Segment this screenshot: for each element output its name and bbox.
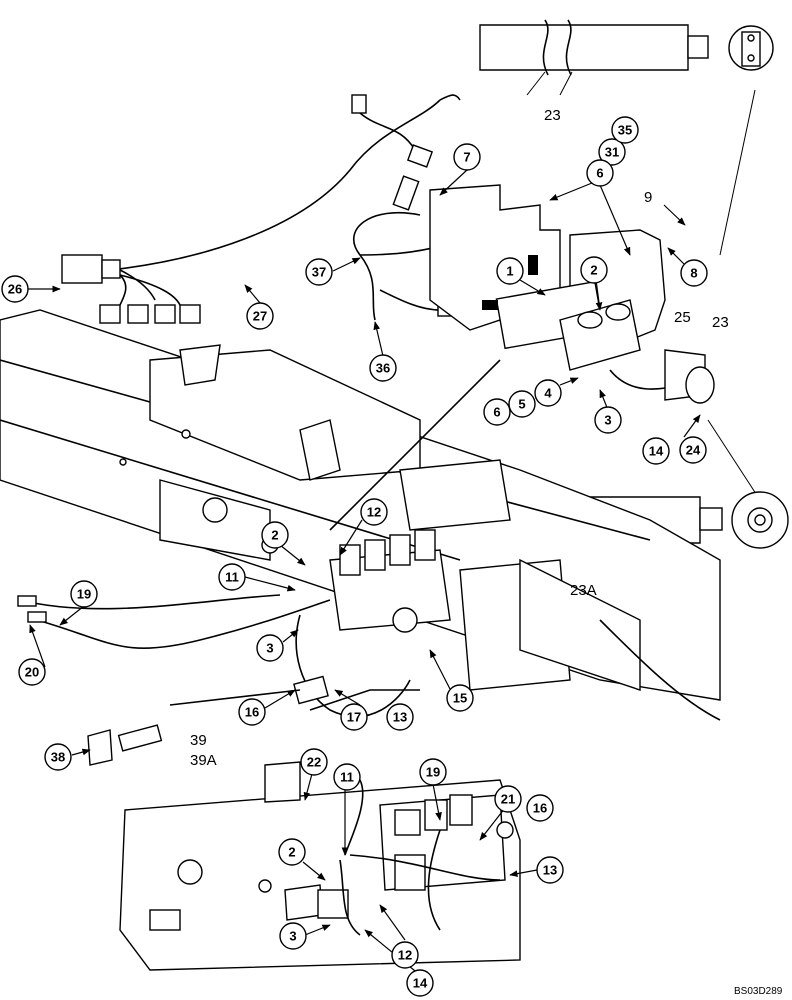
svg-text:12: 12 bbox=[398, 948, 412, 963]
svg-text:15: 15 bbox=[453, 691, 467, 706]
svg-text:14: 14 bbox=[413, 976, 428, 991]
svg-text:6: 6 bbox=[596, 166, 603, 181]
svg-text:1: 1 bbox=[506, 264, 513, 279]
callout-25: 25 bbox=[674, 309, 691, 326]
callout-24: 24 bbox=[679, 436, 707, 464]
callout-5: 5 bbox=[508, 390, 536, 418]
callout-6-upper: 6 bbox=[586, 159, 614, 187]
main-frame bbox=[0, 309, 721, 721]
svg-text:12: 12 bbox=[367, 505, 381, 520]
callout-13-mid: 13 bbox=[386, 703, 414, 731]
svg-text:2: 2 bbox=[590, 263, 597, 278]
callout-12-mid: 12 bbox=[360, 498, 388, 526]
svg-text:11: 11 bbox=[225, 570, 239, 585]
callout-36: 36 bbox=[369, 354, 397, 382]
svg-text:3: 3 bbox=[604, 413, 611, 428]
callout-14-lower: 14 bbox=[406, 969, 434, 997]
svg-text:8: 8 bbox=[690, 266, 697, 281]
callout-16-mid: 16 bbox=[238, 698, 266, 726]
callout-17: 17 bbox=[340, 703, 368, 731]
svg-text:27: 27 bbox=[253, 309, 267, 324]
bottom-assembly bbox=[119, 761, 521, 971]
svg-text:3: 3 bbox=[289, 929, 296, 944]
callout-2-lower: 2 bbox=[278, 838, 306, 866]
callout-31: 31 bbox=[598, 138, 626, 166]
callout-7: 7 bbox=[453, 143, 481, 171]
callout-20: 20 bbox=[18, 658, 46, 686]
svg-text:36: 36 bbox=[376, 361, 390, 376]
svg-text:4: 4 bbox=[544, 386, 552, 401]
callout-11-mid: 11 bbox=[218, 563, 246, 591]
svg-text:11: 11 bbox=[340, 770, 354, 785]
valve-bracket-assembly bbox=[429, 89, 761, 501]
svg-text:38: 38 bbox=[51, 750, 65, 765]
callout-16-lower: 16 bbox=[526, 794, 554, 822]
svg-text:35: 35 bbox=[618, 123, 632, 138]
svg-text:5: 5 bbox=[518, 397, 525, 412]
svg-text:2: 2 bbox=[271, 528, 278, 543]
svg-text:19: 19 bbox=[426, 765, 440, 780]
svg-text:16: 16 bbox=[245, 705, 259, 720]
callout-37: 37 bbox=[305, 258, 333, 286]
callout-13-lower: 13 bbox=[536, 856, 564, 884]
callout-14-upper: 14 bbox=[642, 437, 670, 465]
svg-text:16: 16 bbox=[533, 801, 547, 816]
callout-26: 26 bbox=[1, 275, 29, 303]
wiring-harness bbox=[61, 94, 491, 324]
callout-19-lower: 19 bbox=[419, 758, 447, 786]
callout-23-side: 23 bbox=[712, 314, 729, 331]
control-valve-stack bbox=[17, 529, 451, 766]
svg-text:31: 31 bbox=[605, 145, 619, 160]
svg-text:2: 2 bbox=[288, 845, 295, 860]
svg-text:13: 13 bbox=[543, 863, 557, 878]
callout-11-lower: 11 bbox=[333, 763, 361, 791]
svg-text:21: 21 bbox=[501, 792, 515, 807]
callout-3-lower: 3 bbox=[279, 922, 307, 950]
callout-1: 1 bbox=[496, 257, 524, 285]
cylinder-23-detail bbox=[479, 19, 774, 96]
svg-text:24: 24 bbox=[686, 443, 701, 458]
callout-2-upper: 2 bbox=[580, 256, 608, 284]
callout-15: 15 bbox=[446, 684, 474, 712]
callout-27: 27 bbox=[246, 302, 274, 330]
callout-38: 38 bbox=[44, 743, 72, 771]
callout-22: 22 bbox=[300, 748, 328, 776]
callout-4: 4 bbox=[534, 379, 562, 407]
svg-text:3: 3 bbox=[266, 641, 273, 656]
svg-text:26: 26 bbox=[8, 282, 22, 297]
callout-21: 21 bbox=[494, 785, 522, 813]
svg-text:7: 7 bbox=[463, 150, 470, 165]
svg-text:14: 14 bbox=[649, 444, 664, 459]
svg-text:17: 17 bbox=[347, 710, 361, 725]
callout-12-lower: 12 bbox=[391, 941, 419, 969]
callout-8: 8 bbox=[680, 259, 708, 287]
callout-9: 9 bbox=[644, 189, 652, 206]
callout-2-mid: 2 bbox=[261, 521, 289, 549]
svg-text:19: 19 bbox=[77, 587, 91, 602]
svg-text:13: 13 bbox=[393, 710, 407, 725]
svg-text:37: 37 bbox=[312, 265, 326, 280]
label-39: 39 bbox=[190, 732, 207, 749]
callout-3-mid: 3 bbox=[256, 634, 284, 662]
label-39a: 39A bbox=[190, 752, 217, 769]
svg-text:22: 22 bbox=[307, 755, 321, 770]
label-23a: 23A bbox=[570, 582, 597, 599]
figure-reference: BS03D289 bbox=[734, 986, 783, 997]
callout-3-upper: 3 bbox=[594, 406, 622, 434]
callout-19-mid: 19 bbox=[70, 580, 98, 608]
svg-text:6: 6 bbox=[493, 405, 500, 420]
label-23: 23 bbox=[544, 107, 561, 124]
svg-text:20: 20 bbox=[25, 665, 39, 680]
callout-35: 35 bbox=[611, 116, 639, 144]
callout-6-lower: 6 bbox=[483, 398, 511, 426]
